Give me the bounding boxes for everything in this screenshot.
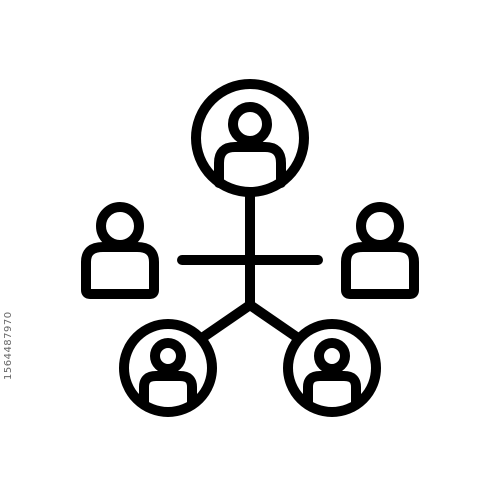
right-person-icon <box>341 202 419 299</box>
connector-lines <box>177 187 323 343</box>
vertical-id-text: 1564487970 <box>3 311 14 380</box>
left-person-icon <box>81 202 159 299</box>
bottom-left-circled-person-icon <box>119 319 217 417</box>
bottom-right-circled-person-icon <box>283 319 381 417</box>
top-circled-person-icon <box>191 79 309 197</box>
branch-left-line <box>197 300 255 343</box>
branch-right-line <box>245 300 303 343</box>
